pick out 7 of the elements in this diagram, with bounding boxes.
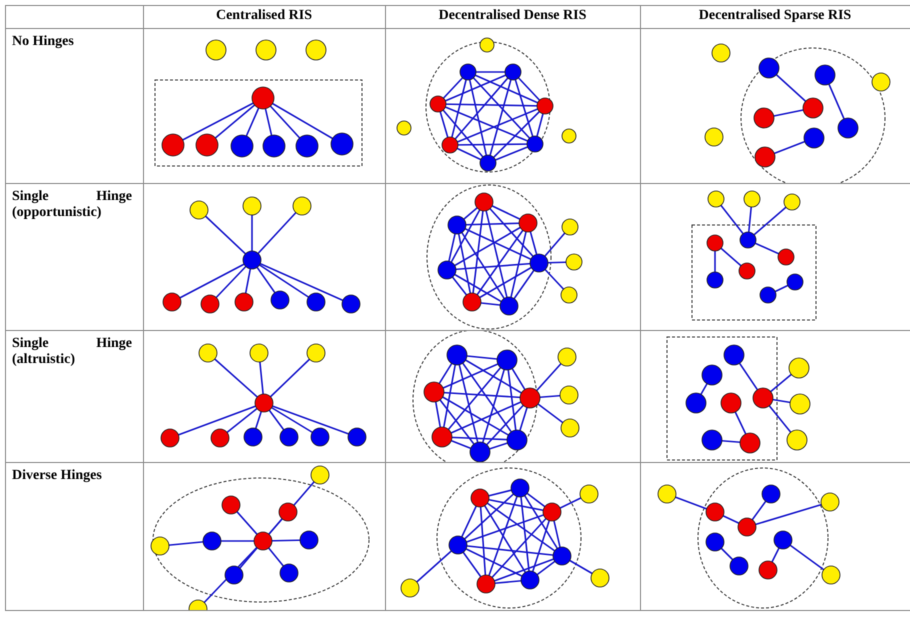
- row-header: Single Hinge (opportunistic): [12, 189, 132, 221]
- column-header: Centralised RIS: [214, 8, 314, 24]
- row-header: No Hinges: [12, 34, 75, 50]
- row-header: Diverse Hinges: [12, 468, 103, 484]
- row-header: Single Hinge (altruistic): [12, 336, 132, 368]
- column-header: Decentralised Dense RIS: [438, 8, 588, 24]
- column-header: Decentralised Sparse RIS: [698, 8, 852, 24]
